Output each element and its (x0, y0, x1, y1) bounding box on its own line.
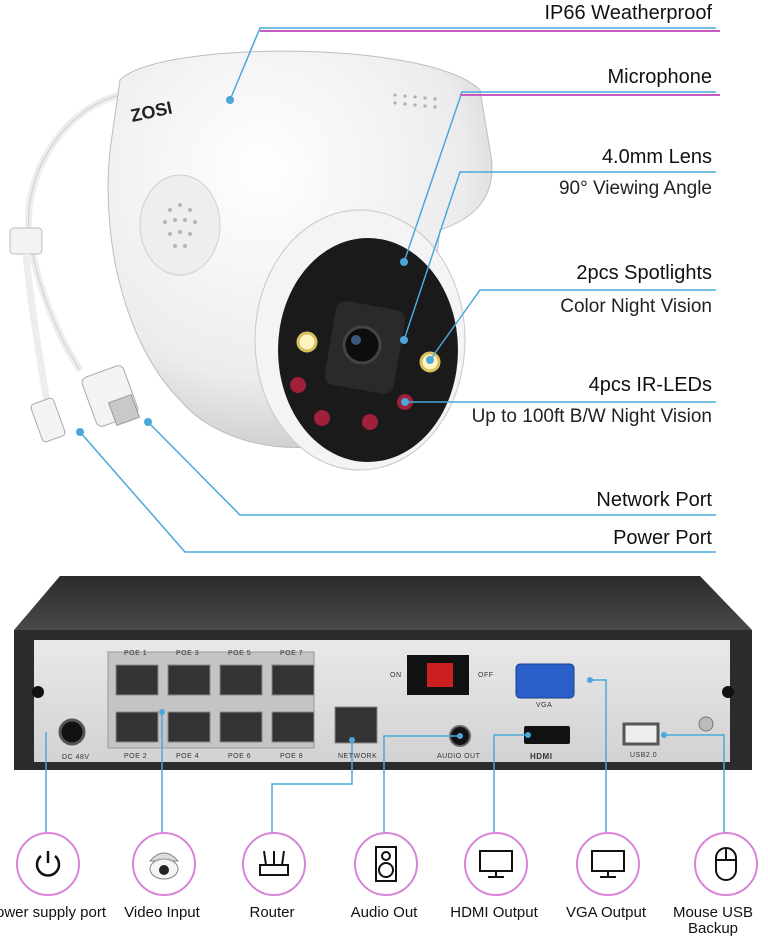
caption-vga: VGA Output (565, 904, 647, 921)
feature-lens-sub: 90° Viewing Angle (558, 178, 712, 199)
poe-label: POE 1 (124, 650, 148, 657)
caption-hdmi: HDMI Output (450, 904, 538, 921)
poe-label: POE 4 (176, 753, 200, 760)
power-icon (16, 832, 80, 896)
switch-on-label: ON (390, 672, 402, 679)
feature-lens: 4.0mm Lens (601, 146, 712, 168)
feature-power-port: Power Port (613, 527, 712, 549)
feature-spotlights: 2pcs Spotlights (576, 262, 712, 284)
camera-cable (9, 91, 141, 443)
poe-label: POE 6 (228, 753, 252, 760)
mouse-icon (694, 832, 758, 896)
feature-ir-leds: 4pcs IR-LEDs (588, 374, 712, 396)
switch-off-label: OFF (478, 672, 494, 679)
hdmi-label: HDMI (530, 752, 553, 761)
feature-spotlights-sub: Color Night Vision (560, 296, 712, 317)
monitor-icon (464, 832, 528, 896)
caption-power: Power supply port (0, 904, 107, 921)
vga-label: VGA (536, 702, 553, 709)
caption-router: Router (249, 904, 295, 921)
camera-body (107, 50, 493, 471)
poe-label: POE 7 (280, 650, 304, 657)
router-icon (242, 832, 306, 896)
connection-lines (45, 679, 725, 835)
feature-divider (460, 94, 720, 96)
nvr-device (14, 576, 752, 770)
feature-microphone: Microphone (607, 66, 712, 88)
feature-divider (260, 30, 720, 32)
poe-label: POE 2 (124, 753, 148, 760)
camera-icon (132, 832, 196, 896)
audio-label: AUDIO OUT (437, 753, 481, 760)
poe-label: POE 3 (176, 650, 200, 657)
callout-lines (79, 27, 716, 553)
monitor-icon (576, 832, 640, 896)
caption-mouse: Mouse USB Backup (672, 904, 754, 937)
feature-ir-leds-sub: Up to 100ft B/W Night Vision (471, 406, 712, 427)
network-label: NETWORK (338, 753, 378, 760)
speaker-icon (354, 832, 418, 896)
caption-video-input: Video Input (124, 904, 200, 921)
caption-audio-out: Audio Out (350, 904, 418, 921)
poe-label: POE 5 (228, 650, 252, 657)
feature-weatherproof: IP66 Weatherproof (544, 2, 712, 24)
feature-network-port: Network Port (596, 489, 712, 511)
poe-label: POE 8 (280, 753, 304, 760)
usb-label: USB2.0 (630, 752, 658, 759)
dc-label: DC 48V (62, 754, 90, 761)
